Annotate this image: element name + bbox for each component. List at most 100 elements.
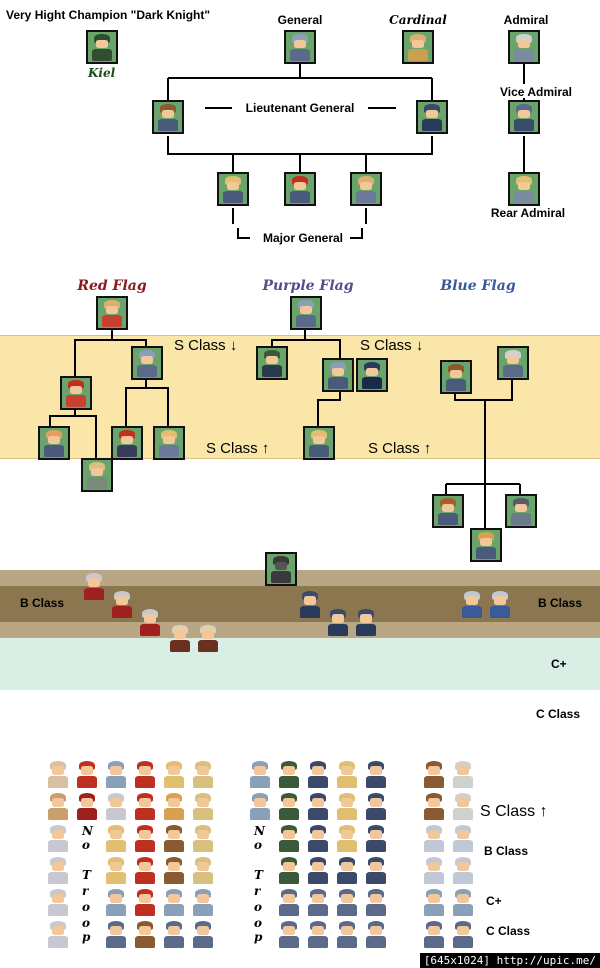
- purple-flag-leader-sprite: [290, 296, 322, 330]
- major-general-sprite-2: [284, 172, 316, 206]
- blue-troop-grid: [420, 758, 477, 950]
- legend-b-class: B Class: [484, 844, 529, 858]
- purple-troop-sprite: [362, 918, 390, 950]
- red-troop-sprite: [131, 886, 159, 918]
- blue-troop-sprite: [449, 758, 477, 790]
- red-troop-sprite: [102, 790, 130, 822]
- cardinal-sprite: [402, 30, 434, 64]
- vice-admiral-label: Vice Admiral: [499, 85, 573, 99]
- purple-troop-sprite: [333, 854, 361, 886]
- purple-troop-sprite: [275, 854, 303, 886]
- red-s-sprite-1: [131, 346, 163, 380]
- blue-sub-sprite-3: [470, 528, 502, 562]
- purple-troop-sprite: [333, 918, 361, 950]
- red-troop-sprite: [73, 790, 101, 822]
- blue-s-sprite-2: [497, 346, 529, 380]
- red-troop-sprite: [73, 758, 101, 790]
- blue-troop-sprite: [449, 822, 477, 854]
- s-class-down-label-1: S Class ↓: [174, 337, 238, 354]
- champion-name: Kiel: [88, 66, 116, 80]
- b-sprite-red-2: [108, 588, 136, 620]
- c-plus-label: C+: [551, 657, 567, 671]
- blue-troop-sprite: [420, 790, 448, 822]
- lieutenant-general-label: Lieutenant General: [245, 101, 355, 115]
- red-troop-sprite: [102, 854, 130, 886]
- red-troop-sprite: [102, 918, 130, 950]
- major-general-label: Major General: [262, 231, 344, 245]
- red-troop-sprite: [189, 918, 217, 950]
- red-troop-sprite: [102, 758, 130, 790]
- major-general-sprite-1: [217, 172, 249, 206]
- red-troop-sprite: [189, 886, 217, 918]
- purple-troop-grid: [246, 758, 396, 950]
- blue-troop-sprite: [420, 918, 448, 950]
- b-class-label-left: B Class: [20, 596, 65, 610]
- red-s-sprite-2: [60, 376, 92, 410]
- purple-troop-sprite: [304, 758, 332, 790]
- red-s-sprite-5: [153, 426, 185, 460]
- blue-troop-sprite: [449, 790, 477, 822]
- b-sprite-red-3: [136, 606, 164, 638]
- image-host-footer: [645x1024] http://upic.me/: [419, 953, 600, 968]
- purple-troop-sprite: [333, 886, 361, 918]
- red-troop-sprite: [189, 758, 217, 790]
- purple-troop-sprite: [275, 758, 303, 790]
- b-sprite-blue-2: [486, 588, 514, 620]
- red-troop-sprite: [102, 822, 130, 854]
- purple-troop-sprite: [275, 886, 303, 918]
- red-flag-leader-sprite: [96, 296, 128, 330]
- red-troop-sprite: [160, 918, 188, 950]
- c-plus-band: [0, 638, 600, 690]
- purple-troop-sprite: [246, 790, 274, 822]
- purple-flag-label: Purple Flag: [262, 278, 354, 294]
- red-troop-sprite: [131, 822, 159, 854]
- blue-s-sprite-1: [440, 360, 472, 394]
- legend-c-class: C Class: [486, 924, 531, 938]
- legend-c-plus: C+: [486, 894, 502, 908]
- purple-troop-sprite: [304, 790, 332, 822]
- red-flag-label: Red Flag: [77, 278, 147, 294]
- red-troop-sprite: [44, 854, 72, 886]
- red-troop-sprite: [160, 886, 188, 918]
- general-sprite: [284, 30, 316, 64]
- major-general-sprite-3: [350, 172, 382, 206]
- blue-sub-sprite-1: [432, 494, 464, 528]
- red-s-sprite-3: [38, 426, 70, 460]
- general-label: General: [277, 13, 323, 27]
- purple-s-sprite-3: [356, 358, 388, 392]
- purple-troop-sprite: [362, 886, 390, 918]
- red-troop-sprite: [44, 918, 72, 950]
- purple-troop-sprite: [362, 854, 390, 886]
- red-troop-grid: [44, 758, 220, 950]
- champion-title: Very Hight Champion "Dark Knight": [6, 8, 211, 22]
- s-class-up-label-2: S Class ↑: [368, 440, 432, 457]
- red-troop-sprite: [131, 918, 159, 950]
- purple-troop-sprite: [304, 854, 332, 886]
- red-troop-sprite: [44, 822, 72, 854]
- b-class-band-top: [0, 570, 600, 586]
- red-troop-sprite: [160, 822, 188, 854]
- purple-troop-sprite: [246, 758, 274, 790]
- purple-s-sprite-4: [303, 426, 335, 460]
- red-troop-sprite: [131, 758, 159, 790]
- blue-troop-sprite: [449, 918, 477, 950]
- purple-troop-sprite: [304, 918, 332, 950]
- red-troop-sprite: [44, 886, 72, 918]
- b-sprite-purple-2: [324, 606, 352, 638]
- purple-troop-sprite: [362, 822, 390, 854]
- b-sprite-red-4: [166, 622, 194, 654]
- b-sprite-knight: [265, 552, 297, 586]
- purple-troop-sprite: [362, 758, 390, 790]
- blue-troop-sprite: [420, 758, 448, 790]
- purple-s-sprite-2: [322, 358, 354, 392]
- blue-troop-sprite: [420, 822, 448, 854]
- red-troop-sprite: [160, 790, 188, 822]
- red-troop-sprite: [160, 758, 188, 790]
- b-sprite-purple-1: [296, 588, 324, 620]
- blue-sub-sprite-2: [505, 494, 537, 528]
- legend-s-class-up: S Class ↑: [480, 803, 548, 820]
- blue-troop-sprite: [420, 886, 448, 918]
- purple-troop-sprite: [362, 790, 390, 822]
- red-troop-sprite: [131, 854, 159, 886]
